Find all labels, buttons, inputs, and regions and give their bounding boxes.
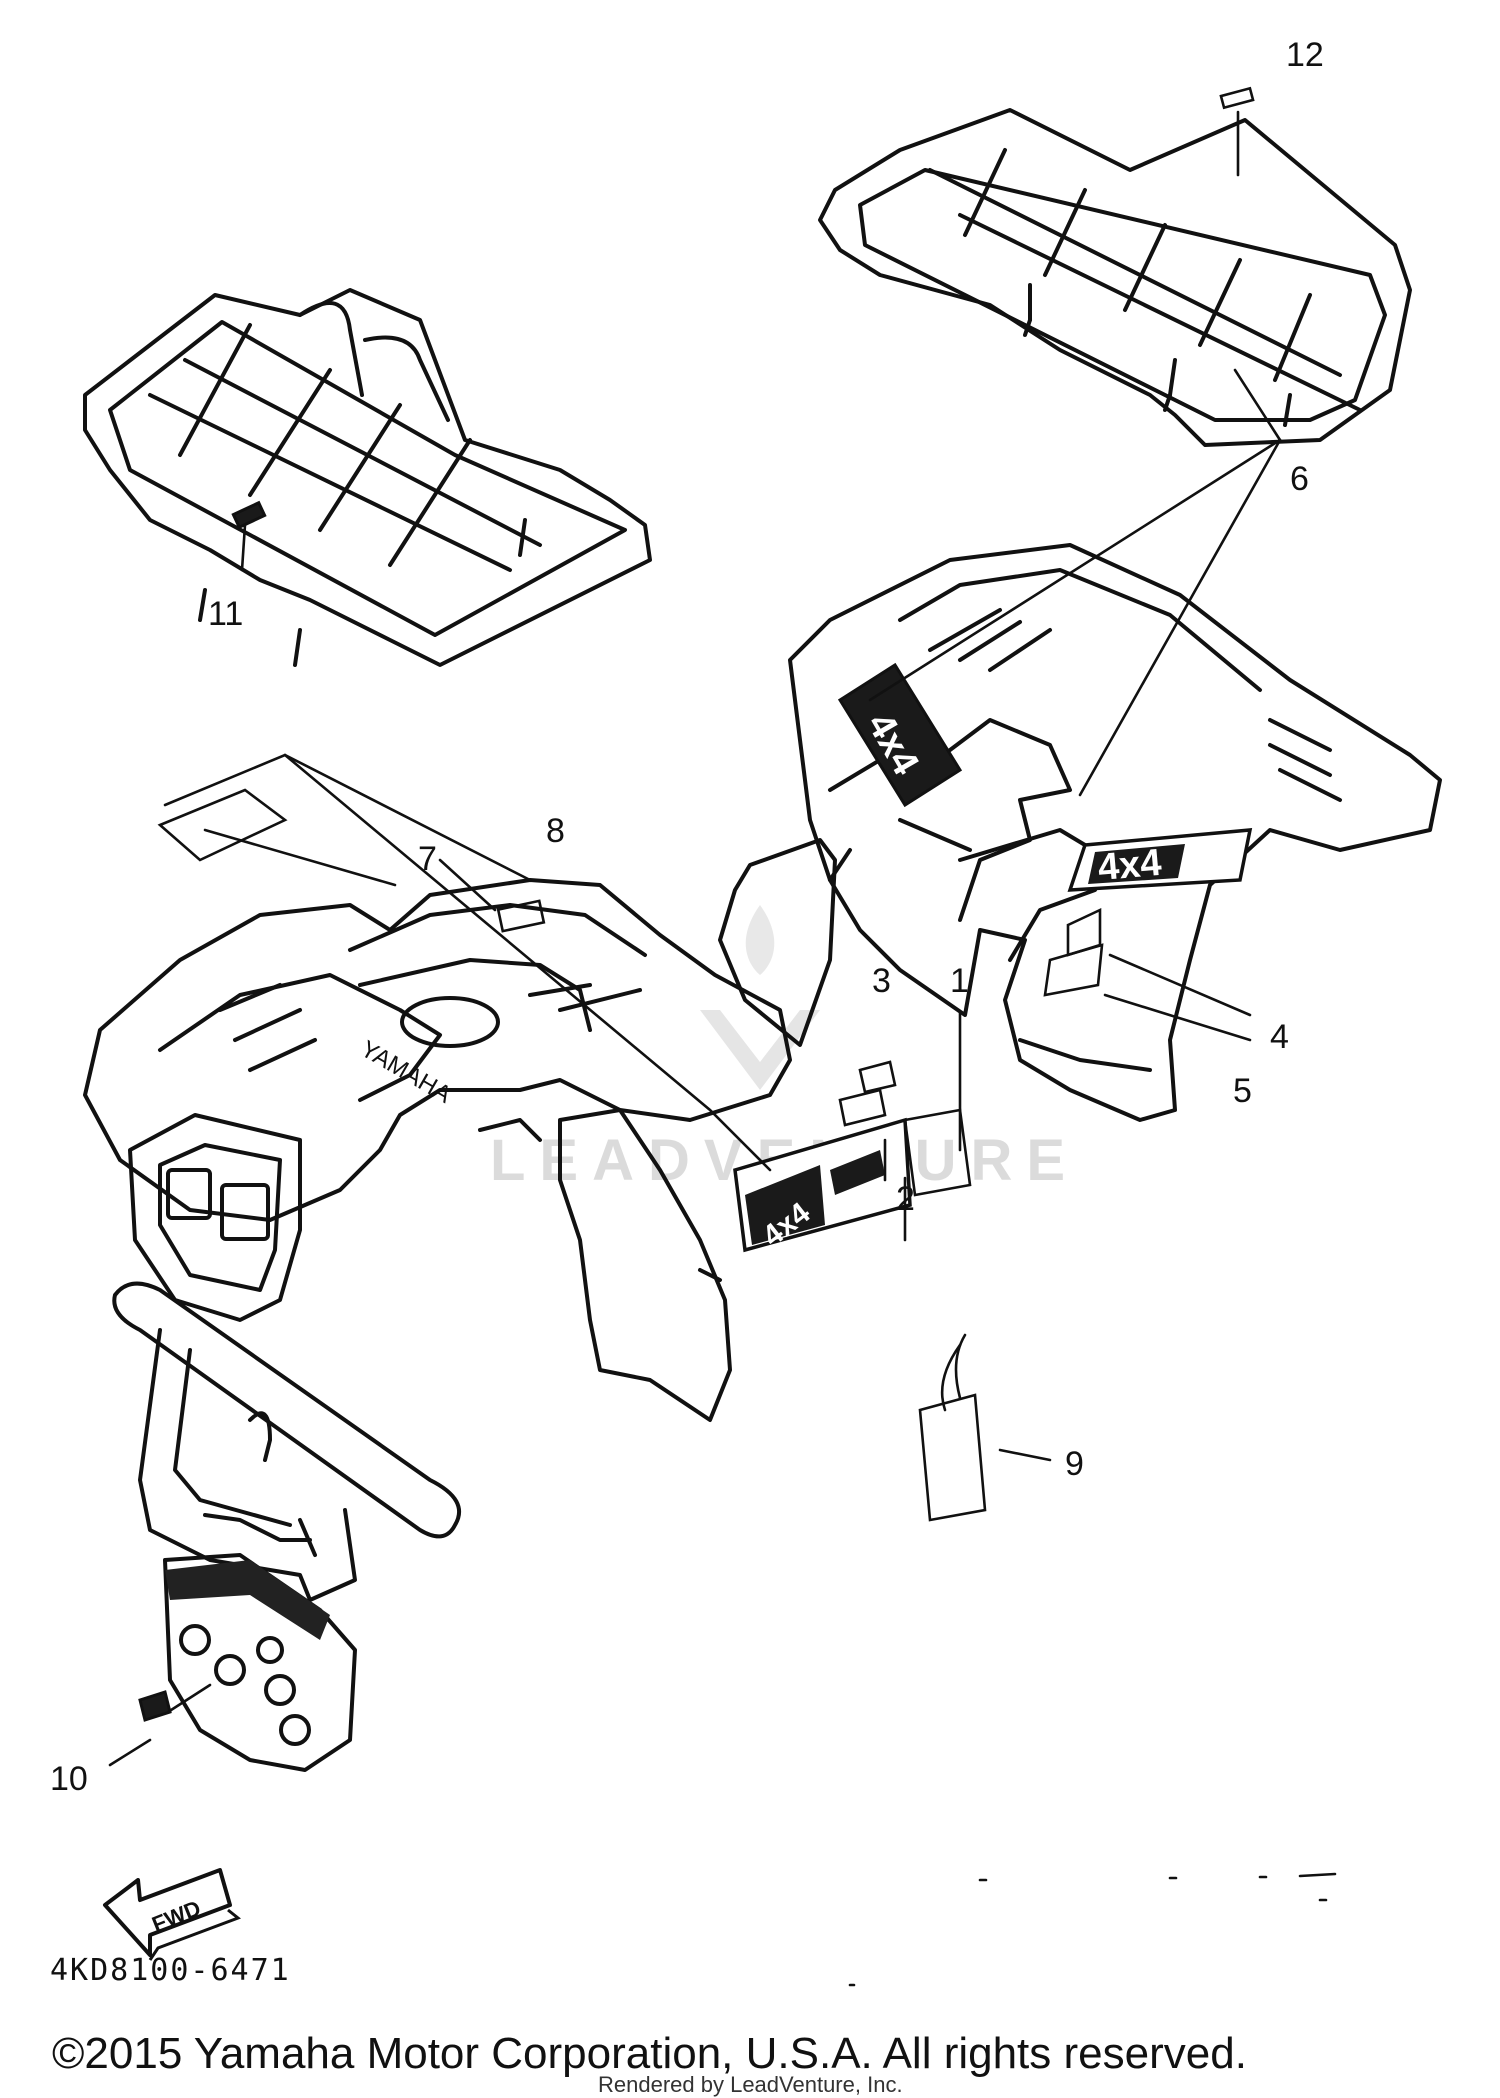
svg-text:4x4: 4x4 xyxy=(1096,842,1163,889)
leader-lines xyxy=(108,368,1282,1767)
rear-fender: 4x4 4x4 xyxy=(718,543,1442,1122)
callout-9: 9 xyxy=(1065,1445,1084,1483)
callout-10: 10 xyxy=(50,1760,88,1798)
callout-8: 8 xyxy=(546,812,565,850)
decal-8-panel xyxy=(157,788,288,862)
callout-2: 2 xyxy=(896,1180,915,1218)
callout-4: 4 xyxy=(1270,1018,1289,1056)
rendered-by: Rendered by LeadVenture, Inc. xyxy=(598,2072,903,2097)
fwd-arrow-icon: FWD xyxy=(103,1868,241,1961)
callout-11: 11 xyxy=(208,595,243,633)
callout-5: 5 xyxy=(1233,1072,1252,1110)
watermark: LEADVENTURE xyxy=(490,905,1065,1193)
callout-3: 3 xyxy=(872,962,891,1000)
hang-tag xyxy=(918,1333,987,1522)
copyright-notice: ©2015 Yamaha Motor Corporation, U.S.A. A… xyxy=(52,2029,1247,2078)
side-4x4-decal: 4x4 xyxy=(1067,828,1253,892)
front-4x4-decal: 4x4 xyxy=(733,1117,912,1253)
callout-6: 6 xyxy=(1290,460,1309,498)
callout-labels: 12 11 6 8 7 3 1 4 5 2 9 10 xyxy=(50,36,1324,1798)
front-bumper xyxy=(112,1281,461,1772)
callout-1: 1 xyxy=(950,962,969,1000)
scan-marks xyxy=(848,1872,1337,1987)
rear-carrier-rack xyxy=(818,86,1412,447)
rear-4x4-decal: 4x4 xyxy=(837,662,963,808)
callout-12: 12 xyxy=(1286,36,1324,74)
diagram-code: 4KD8100-6471 xyxy=(50,1953,291,1988)
front-carrier-rack xyxy=(83,288,652,667)
warning-labels xyxy=(838,1060,972,1197)
callout-7: 7 xyxy=(418,840,437,878)
